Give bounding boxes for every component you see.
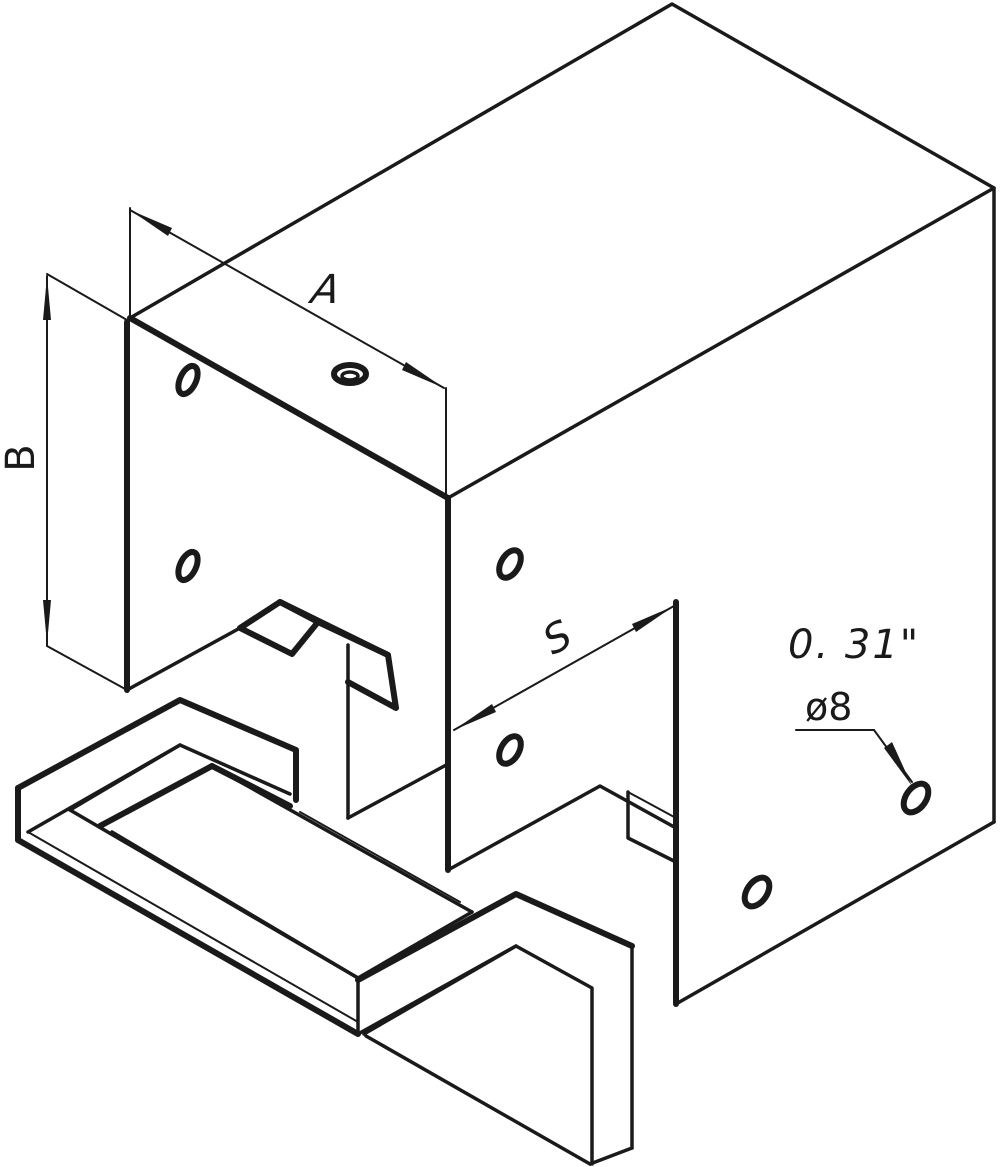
box-top-face	[127, 2, 996, 501]
bottom-tray	[15, 697, 474, 1037]
hole-icon	[496, 733, 524, 767]
hole-leader	[795, 729, 913, 786]
bracket-foot	[355, 891, 635, 1166]
hole-icon	[741, 874, 773, 910]
mounting-holes	[175, 362, 932, 910]
hole-icon	[331, 362, 369, 386]
dimension-s	[453, 603, 677, 761]
hole-icon	[175, 362, 201, 398]
hole-icon	[496, 547, 524, 581]
hole-diameter-label: ø8	[805, 685, 853, 729]
hole-icon	[900, 780, 932, 816]
dimension-b	[43, 273, 128, 691]
left-panel	[124, 319, 450, 820]
hole-icon	[340, 370, 360, 382]
dimension-a	[129, 207, 447, 499]
dimension-b-label: B	[0, 444, 44, 472]
hole-icon	[175, 548, 201, 584]
box-right-face	[445, 186, 996, 1007]
hole-size-inch-label: 0. 31"	[788, 622, 921, 668]
